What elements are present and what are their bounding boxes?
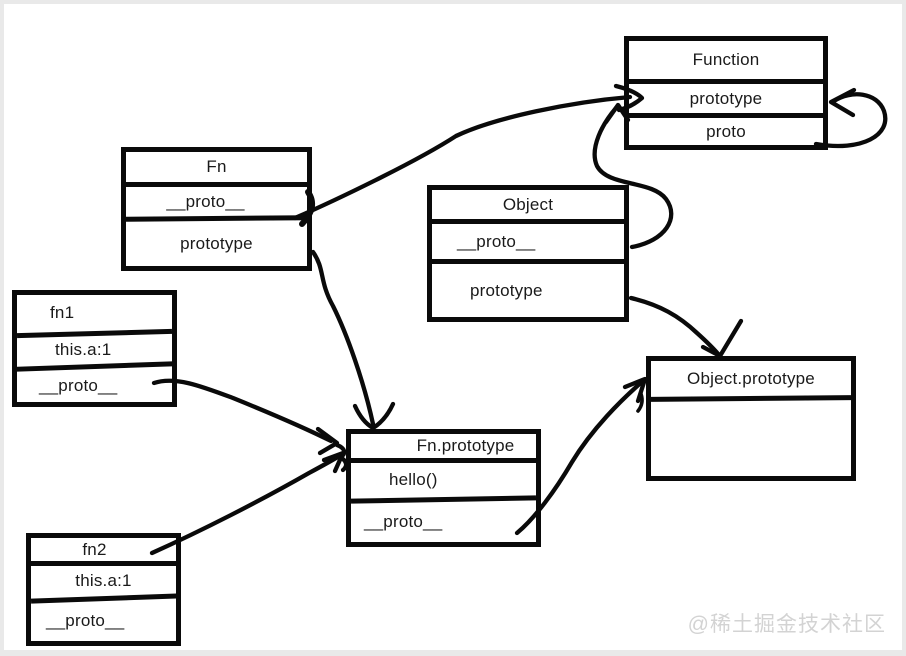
object-box-title: Object xyxy=(502,194,554,214)
function-prototype-row: prototype xyxy=(689,88,763,108)
fn1-this-row: this.a:1 xyxy=(55,340,112,359)
object-box: Object __proto__ prototype xyxy=(427,185,629,322)
function-box: Function prototype proto xyxy=(624,36,828,150)
arrow-object-prototype-to-object-prototype-box xyxy=(628,295,744,359)
divider xyxy=(432,259,624,264)
fn2-proto-row: __proto__ xyxy=(46,611,125,630)
divider xyxy=(351,458,536,463)
function-box-title: Function xyxy=(692,50,760,69)
object-prototype-box: Object.prototype xyxy=(646,356,856,481)
hello-row: hello() xyxy=(389,470,438,489)
fn1-box-title: fn1 xyxy=(50,303,75,322)
fn2-box-title: fn2 xyxy=(82,539,107,559)
divider xyxy=(31,561,176,566)
object-proto-row: __proto__ xyxy=(457,231,536,251)
fn-prototype-box-title: Fn.prototype xyxy=(416,436,515,455)
divider xyxy=(629,79,823,84)
fn2-box: fn2 this.a:1 __proto__ xyxy=(26,533,181,646)
divider xyxy=(126,182,307,187)
fn-prototype-proto-row: __proto__ xyxy=(364,512,443,531)
watermark-text: @稀土掘金技术社区 xyxy=(687,613,886,636)
object-prototype-box-title: Object.prototype xyxy=(687,368,815,388)
divider xyxy=(629,113,823,118)
object-prototype-row: prototype xyxy=(470,280,543,300)
fn-prototype-row: prototype xyxy=(180,233,253,253)
fn1-box: fn1 this.a:1 __proto__ xyxy=(12,290,177,407)
divider xyxy=(432,219,624,224)
object-prototype-empty-row xyxy=(651,401,851,476)
fn-box: Fn __proto__ prototype xyxy=(121,147,312,271)
fn2-this-row: this.a:1 xyxy=(75,571,132,590)
arrow-fn-prototype-to-fn-prototype-box xyxy=(310,249,396,431)
fn1-proto-row: __proto__ xyxy=(39,375,118,395)
function-proto-row: proto xyxy=(706,121,746,141)
fn-prototype-box: Fn.prototype hello() __proto__ xyxy=(346,429,541,547)
arrow-fn1-proto-to-fn-prototype-box xyxy=(151,378,349,473)
fn-box-title: Fn xyxy=(206,157,227,176)
fn-proto-row: __proto__ xyxy=(166,191,245,211)
